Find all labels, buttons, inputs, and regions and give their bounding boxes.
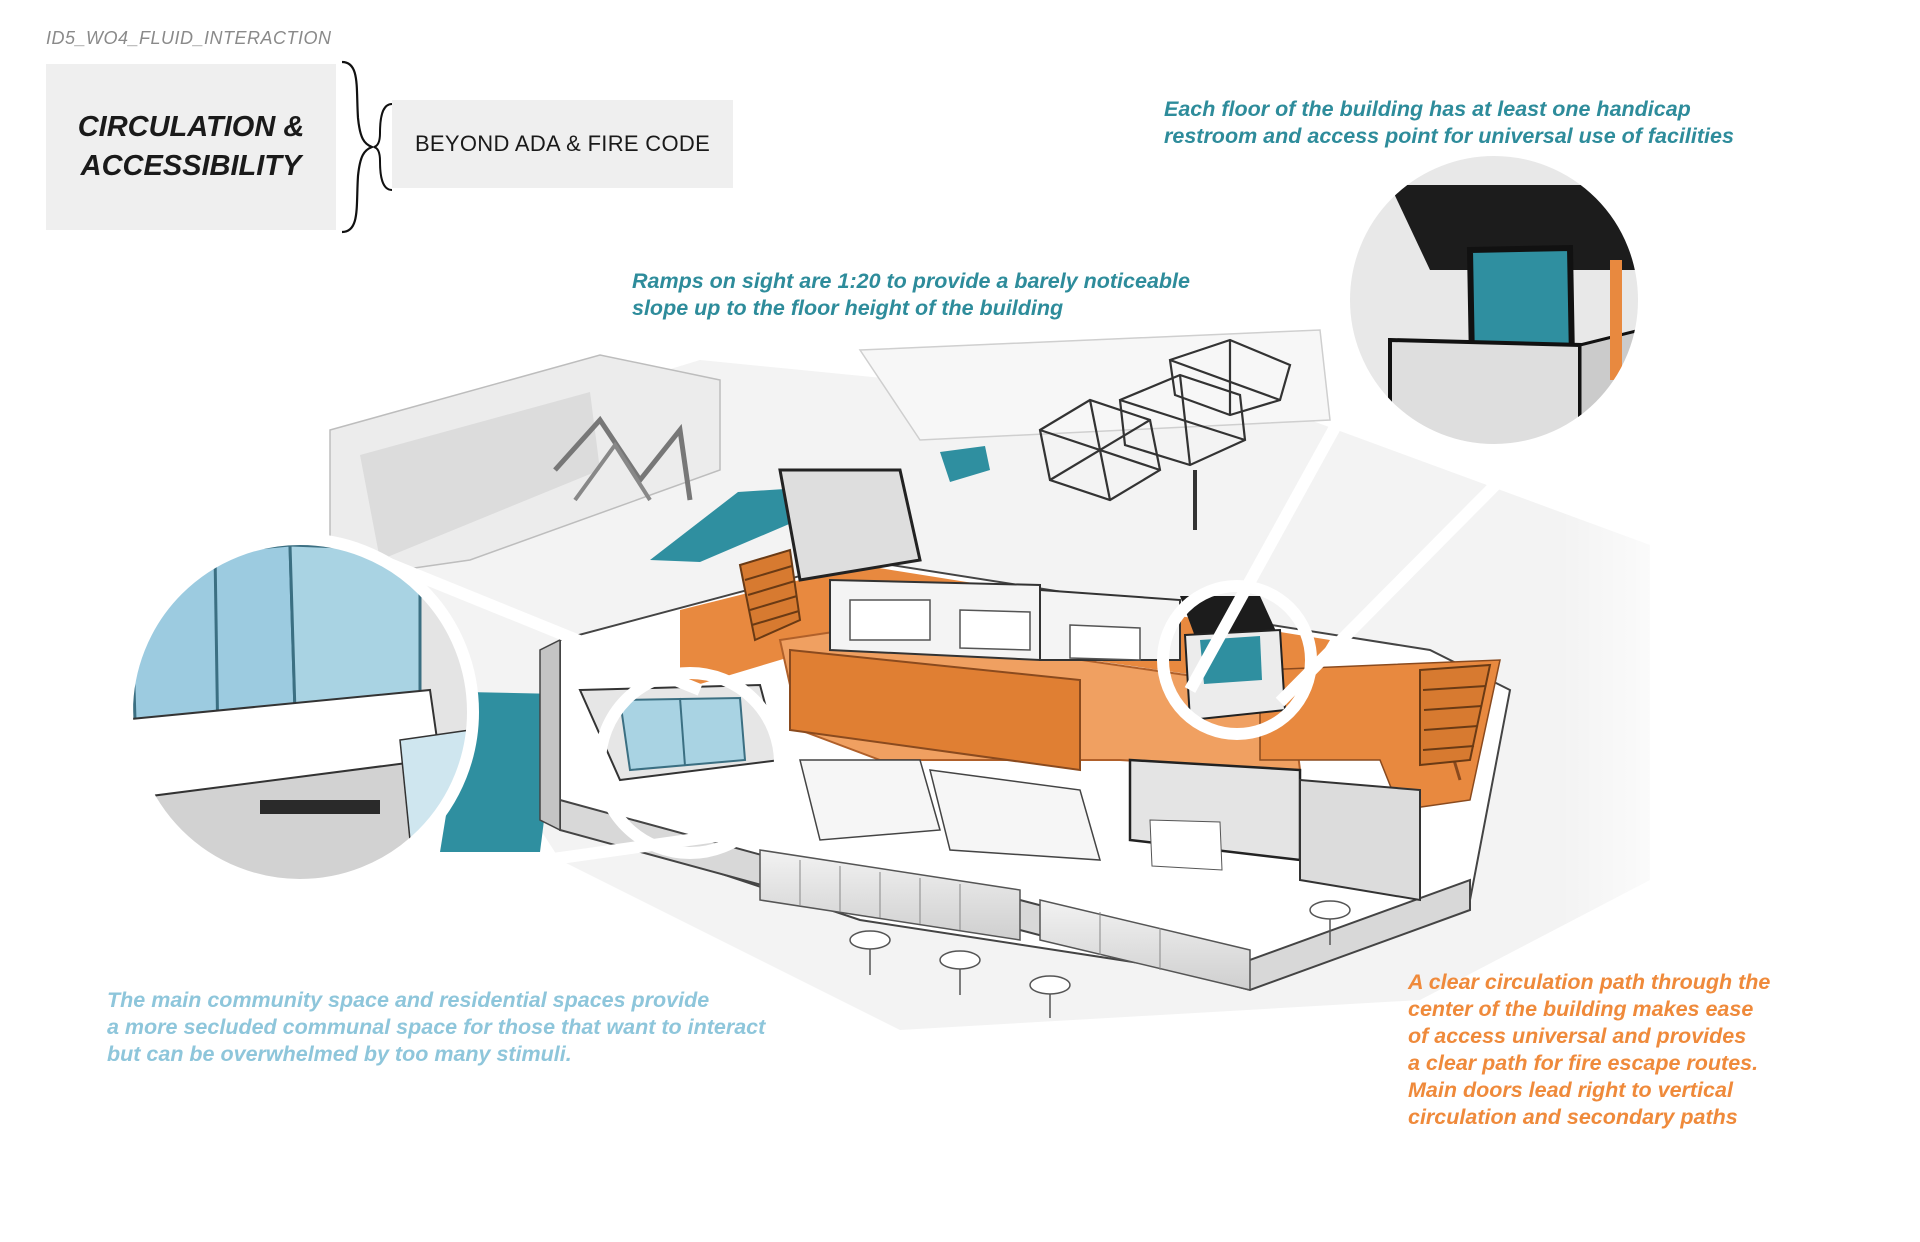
- front-rooms: [578, 683, 1421, 902]
- ramp-top: [940, 446, 990, 482]
- zoom-bubble-restroom: [1338, 144, 1650, 456]
- callout-lines: [357, 397, 1535, 878]
- subtitle-box: BEYOND ADA & FIRE CODE: [392, 100, 733, 188]
- exterior-walls: [539, 638, 1471, 992]
- note-ramps: Ramps on sight are 1:20 to provide a bar…: [632, 269, 1190, 320]
- fade-overlay: [1560, 400, 1700, 1040]
- project-tag: ID5_WO4_FLUID_INTERACTION: [46, 28, 332, 48]
- boundary-wall: [329, 354, 721, 581]
- zoom-ring-restroom: [1157, 580, 1317, 740]
- note-restroom: Each floor of the building has at least …: [1164, 97, 1734, 148]
- ramp-back: [650, 488, 822, 562]
- outdoor-tables: [849, 900, 1351, 1018]
- subtitle: BEYOND ADA & FIRE CODE: [414, 131, 711, 156]
- title-box: CIRCULATION & ACCESSIBILITY: [46, 64, 336, 230]
- stairs: [738, 548, 1492, 767]
- title-line-2: ACCESSIBILITY: [80, 150, 302, 182]
- brace-icon: [341, 60, 392, 234]
- zoom-ring-community: [594, 667, 786, 859]
- note-community: The main community space and residential…: [107, 988, 766, 1066]
- canopy-truss: [1038, 338, 1292, 530]
- upper-rooms: [778, 468, 1181, 662]
- note-circulation: A clear circulation path through the cen…: [1408, 970, 1771, 1129]
- title-line-1: CIRCULATION &: [77, 111, 305, 143]
